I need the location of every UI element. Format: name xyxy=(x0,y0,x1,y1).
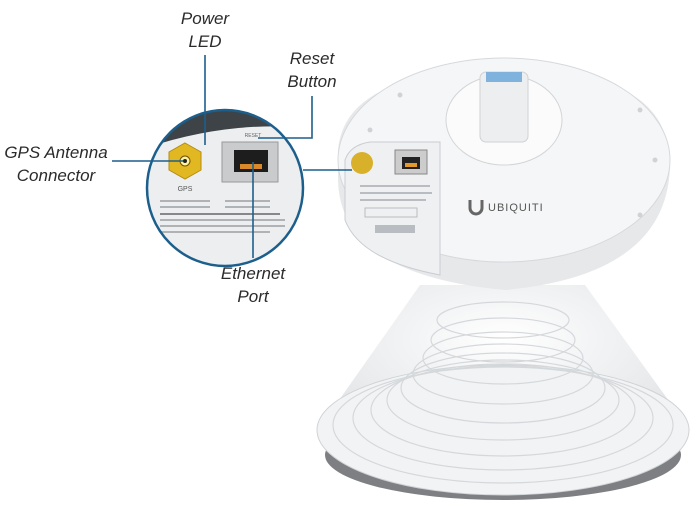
label-line: Connector xyxy=(16,166,96,185)
detail-callout: GPS RESET xyxy=(145,108,305,268)
leader-lines xyxy=(112,55,352,258)
label-line: Reset xyxy=(289,49,335,68)
label-line: Power xyxy=(180,9,230,28)
label-line: Ethernet xyxy=(220,264,286,283)
ubiquiti-logo: UBIQUITI xyxy=(468,200,544,216)
svg-text:RESET: RESET xyxy=(245,133,262,139)
antenna-housing: UBIQUITI xyxy=(337,57,671,290)
label-line: Button xyxy=(287,72,337,91)
gps-connector-device xyxy=(351,152,373,174)
antenna-cone xyxy=(316,285,690,500)
svg-text:GPS: GPS xyxy=(178,186,193,193)
label-line: LED xyxy=(188,32,222,51)
label-gps-antenna-connector: GPS Antenna Connector xyxy=(0,141,112,187)
label-line: GPS Antenna xyxy=(4,143,108,162)
label-power-led: Power LED xyxy=(170,7,240,53)
label-ethernet-port: Ethernet Port xyxy=(210,262,296,308)
svg-text:UBIQUITI: UBIQUITI xyxy=(488,202,544,214)
label-line: Port xyxy=(237,287,269,306)
label-reset-button: Reset Button xyxy=(272,47,352,93)
